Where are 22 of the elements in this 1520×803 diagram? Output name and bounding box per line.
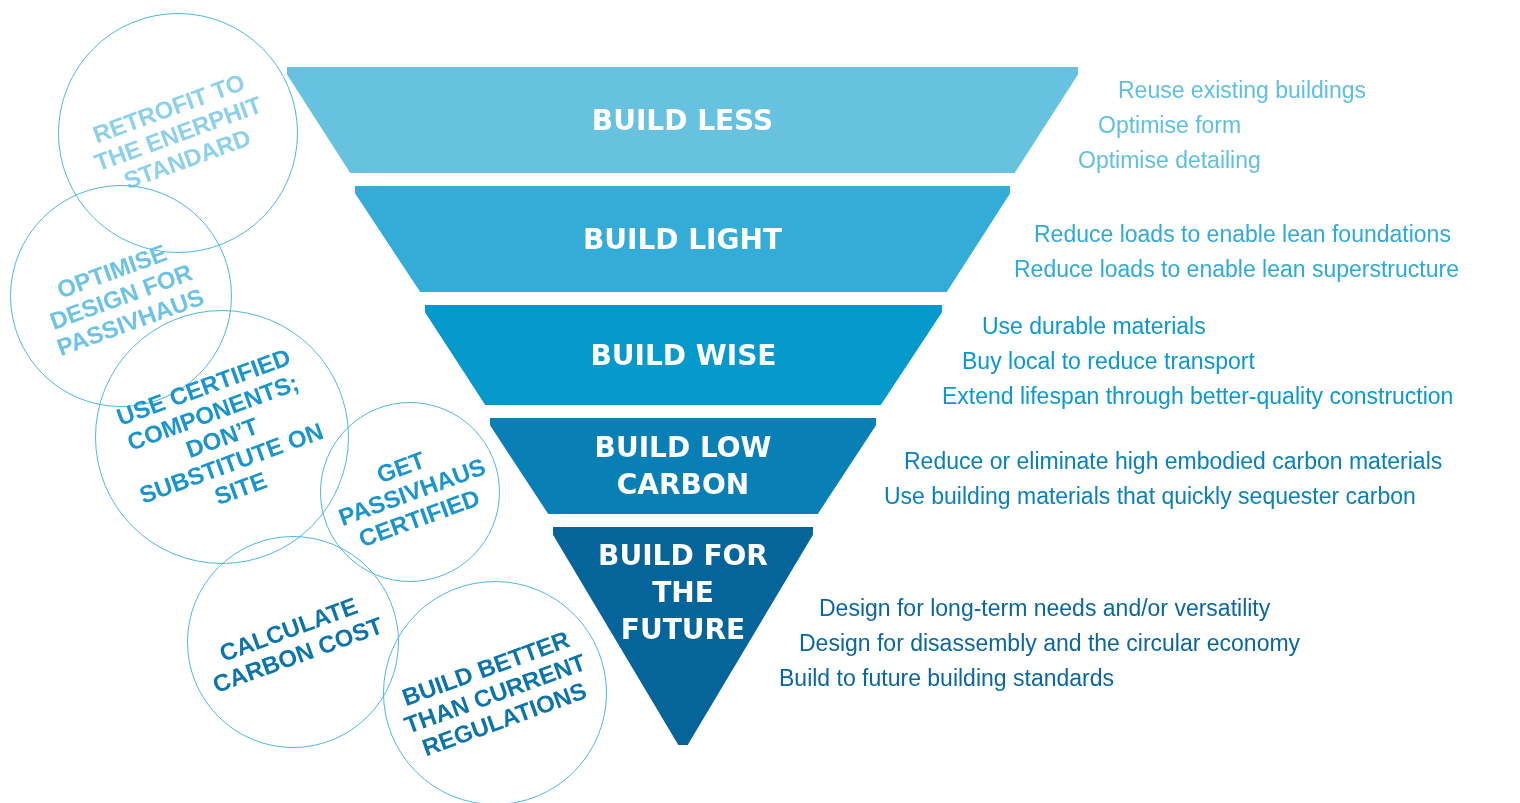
band-label: BUILD LIGHT <box>581 221 784 258</box>
band-label: BUILD LOW CARBON <box>593 430 773 503</box>
strategy-note: Use building materials that quickly sequester carbon <box>884 482 1416 510</box>
pyramid-band <box>490 418 876 514</box>
pyramid-band <box>355 186 1010 292</box>
strategy-note: Build to future building standards <box>779 664 1114 692</box>
strategy-note: Reuse existing buildings <box>1118 76 1367 104</box>
strategy-note: Reduce loads to enable lean foundations <box>1034 220 1451 248</box>
strategy-note: Reduce loads to enable lean superstructure <box>1014 255 1459 283</box>
strategy-note: Optimise detailing <box>1078 146 1261 174</box>
strategy-note: Optimise form <box>1098 111 1242 139</box>
strategy-note: Use durable materials <box>982 312 1206 340</box>
strategy-note: Design for long-term needs and/or versatility <box>819 594 1271 622</box>
pyramid-band <box>425 305 942 405</box>
strategy-note: Reduce or eliminate high embodied carbon materials <box>904 447 1443 475</box>
band-label: BUILD FOR THE FUTURE <box>597 538 769 648</box>
pyramid-band <box>287 67 1078 173</box>
strategy-note: Buy local to reduce transport <box>962 347 1255 375</box>
band-label: BUILD WISE <box>589 337 778 374</box>
strategy-note: Design for disassembly and the circular economy <box>799 629 1301 657</box>
strategy-note: Extend lifespan through better-quality construction <box>942 382 1454 410</box>
band-label: BUILD LESS <box>590 102 775 139</box>
